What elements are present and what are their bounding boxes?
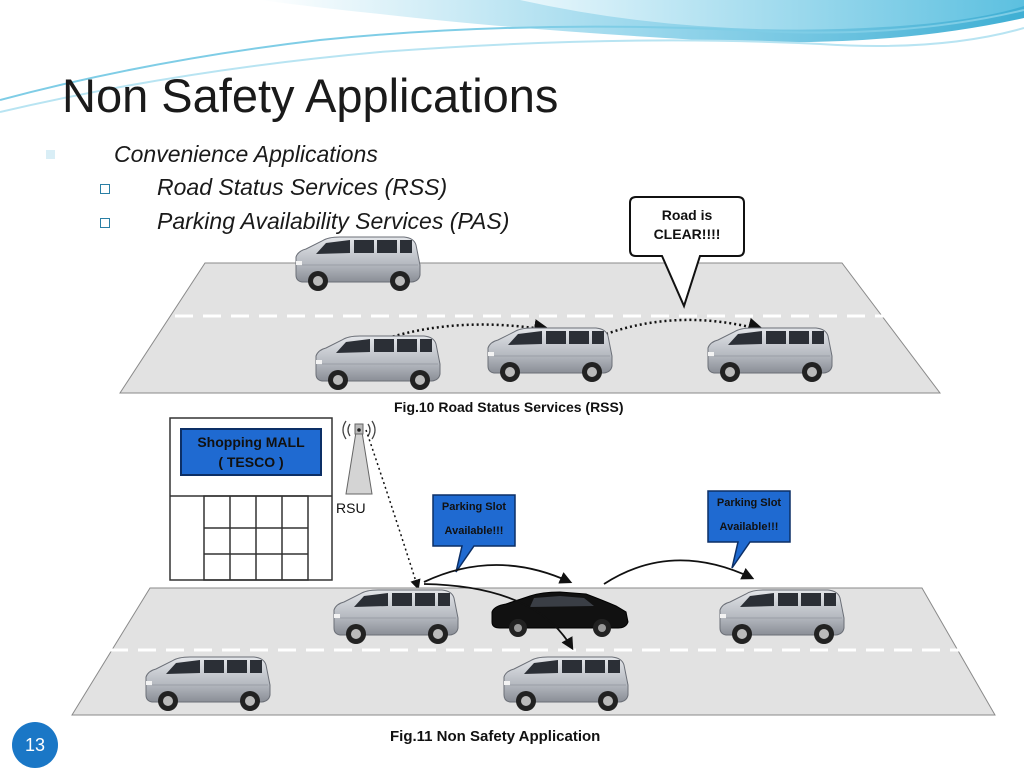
bullet-hollow-square-icon (100, 184, 110, 194)
road-clear-line2: CLEAR!!!! (653, 226, 721, 242)
parking-right-line2: Available!!! (719, 521, 779, 533)
road-clear-callout: Road is CLEAR!!!! (632, 206, 742, 244)
bullet-hollow-square-icon (100, 218, 110, 228)
parking-callout-left: Parking Slot Available!!! (433, 495, 515, 543)
parking-left-line2: Available!!! (444, 525, 504, 537)
parking-right-line1: Parking Slot (716, 497, 782, 509)
mall-label-line1: Shopping MALL (197, 434, 305, 450)
bullet-square-icon (46, 150, 55, 159)
rsu-label: RSU (336, 500, 366, 516)
bullet-pas: Parking Availability Services (PAS) (157, 208, 510, 234)
page-number-badge: 13 (12, 722, 58, 768)
shopping-mall-label: Shopping MALL ( TESCO ) (180, 428, 322, 476)
mall-label-line2: ( TESCO ) (218, 454, 284, 470)
bullet-convenience-applications: Convenience Applications (114, 141, 378, 167)
fig11-caption: Fig.11 Non Safety Application (390, 728, 601, 745)
fig10-caption: Fig.10 Road Status Services (RSS) (394, 399, 624, 415)
parking-left-line1: Parking Slot (441, 501, 507, 513)
bullet-rss: Road Status Services (RSS) (157, 174, 448, 200)
parking-callout-right: Parking Slot Available!!! (708, 491, 790, 539)
slide-title: Non Safety Applications (62, 69, 559, 122)
road-clear-line1: Road is (661, 207, 713, 223)
